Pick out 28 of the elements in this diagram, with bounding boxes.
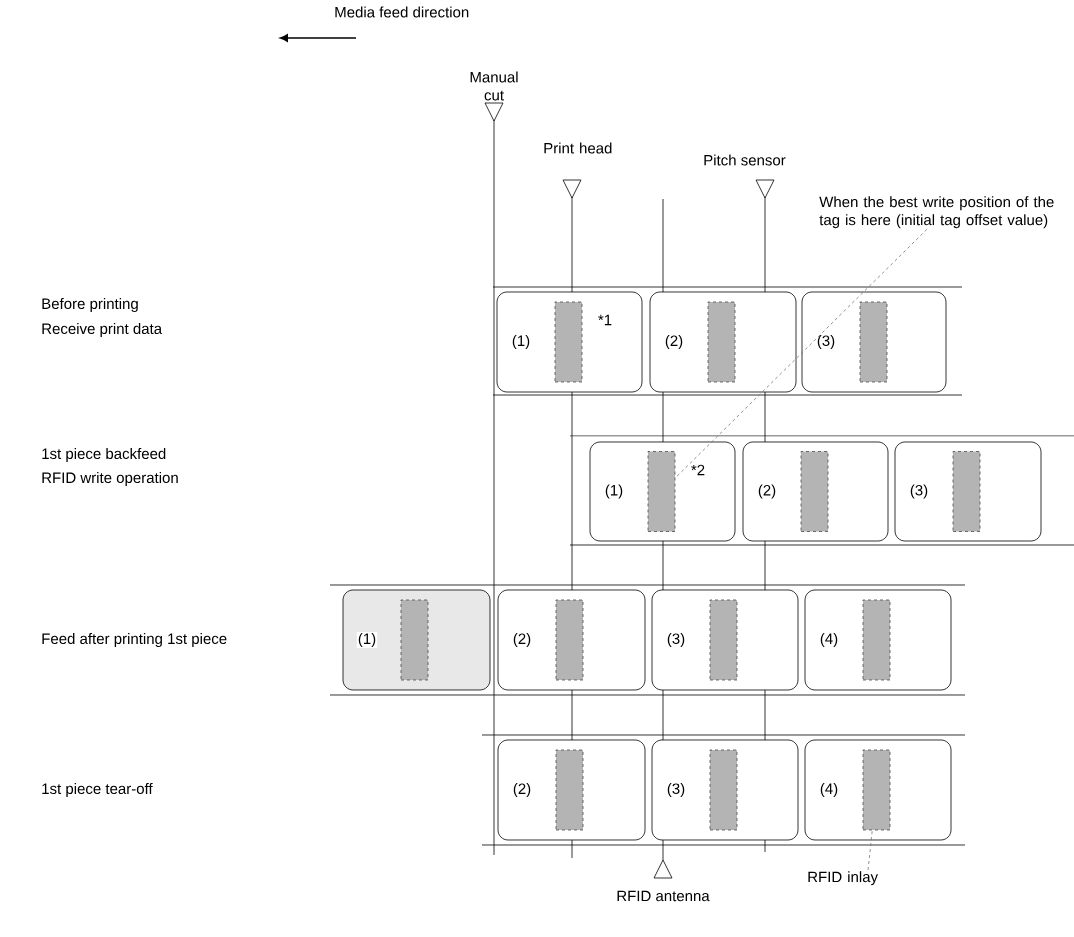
feed-direction-label: Media feed direction: [335, 6, 469, 18]
rfid-inlay: [709, 749, 738, 831]
rfid-inlay: [709, 599, 738, 681]
position-label: Pitch sensor: [704, 154, 786, 166]
rfid-inlay: [554, 301, 583, 383]
rfid-inlay: [555, 749, 584, 831]
leader-line: [675, 229, 928, 479]
callout-text: When the best write position of the tag is here (initial tag offset value): [819, 196, 1054, 229]
rfid-inlay: [555, 599, 584, 681]
rfid-inlay: [859, 301, 888, 383]
rfid-inlay: [707, 301, 736, 383]
step-label: Feed after printing 1st piece: [42, 633, 227, 647]
rfid-inlay: [862, 599, 891, 681]
step-label: Before printing: [42, 298, 138, 312]
rfid-inlay: [952, 451, 981, 532]
step-label: RFID write operation: [42, 472, 178, 486]
rfid-inlay: [800, 451, 829, 532]
rfid-inlay: [862, 749, 891, 831]
step-label: Receive print data: [42, 323, 163, 337]
position-label: Manual cut: [470, 71, 518, 101]
rfid-inlay: [647, 451, 676, 532]
position-label: Print head: [544, 142, 612, 154]
step-label: 1st piece backfeed: [42, 448, 166, 462]
rfid-inlay: [400, 599, 429, 681]
callout-text: RFID inlay: [808, 871, 878, 886]
step-label: 1st piece tear-off: [42, 783, 153, 797]
leader-line: [867, 830, 873, 871]
position-label: RFID antenna: [617, 890, 710, 902]
